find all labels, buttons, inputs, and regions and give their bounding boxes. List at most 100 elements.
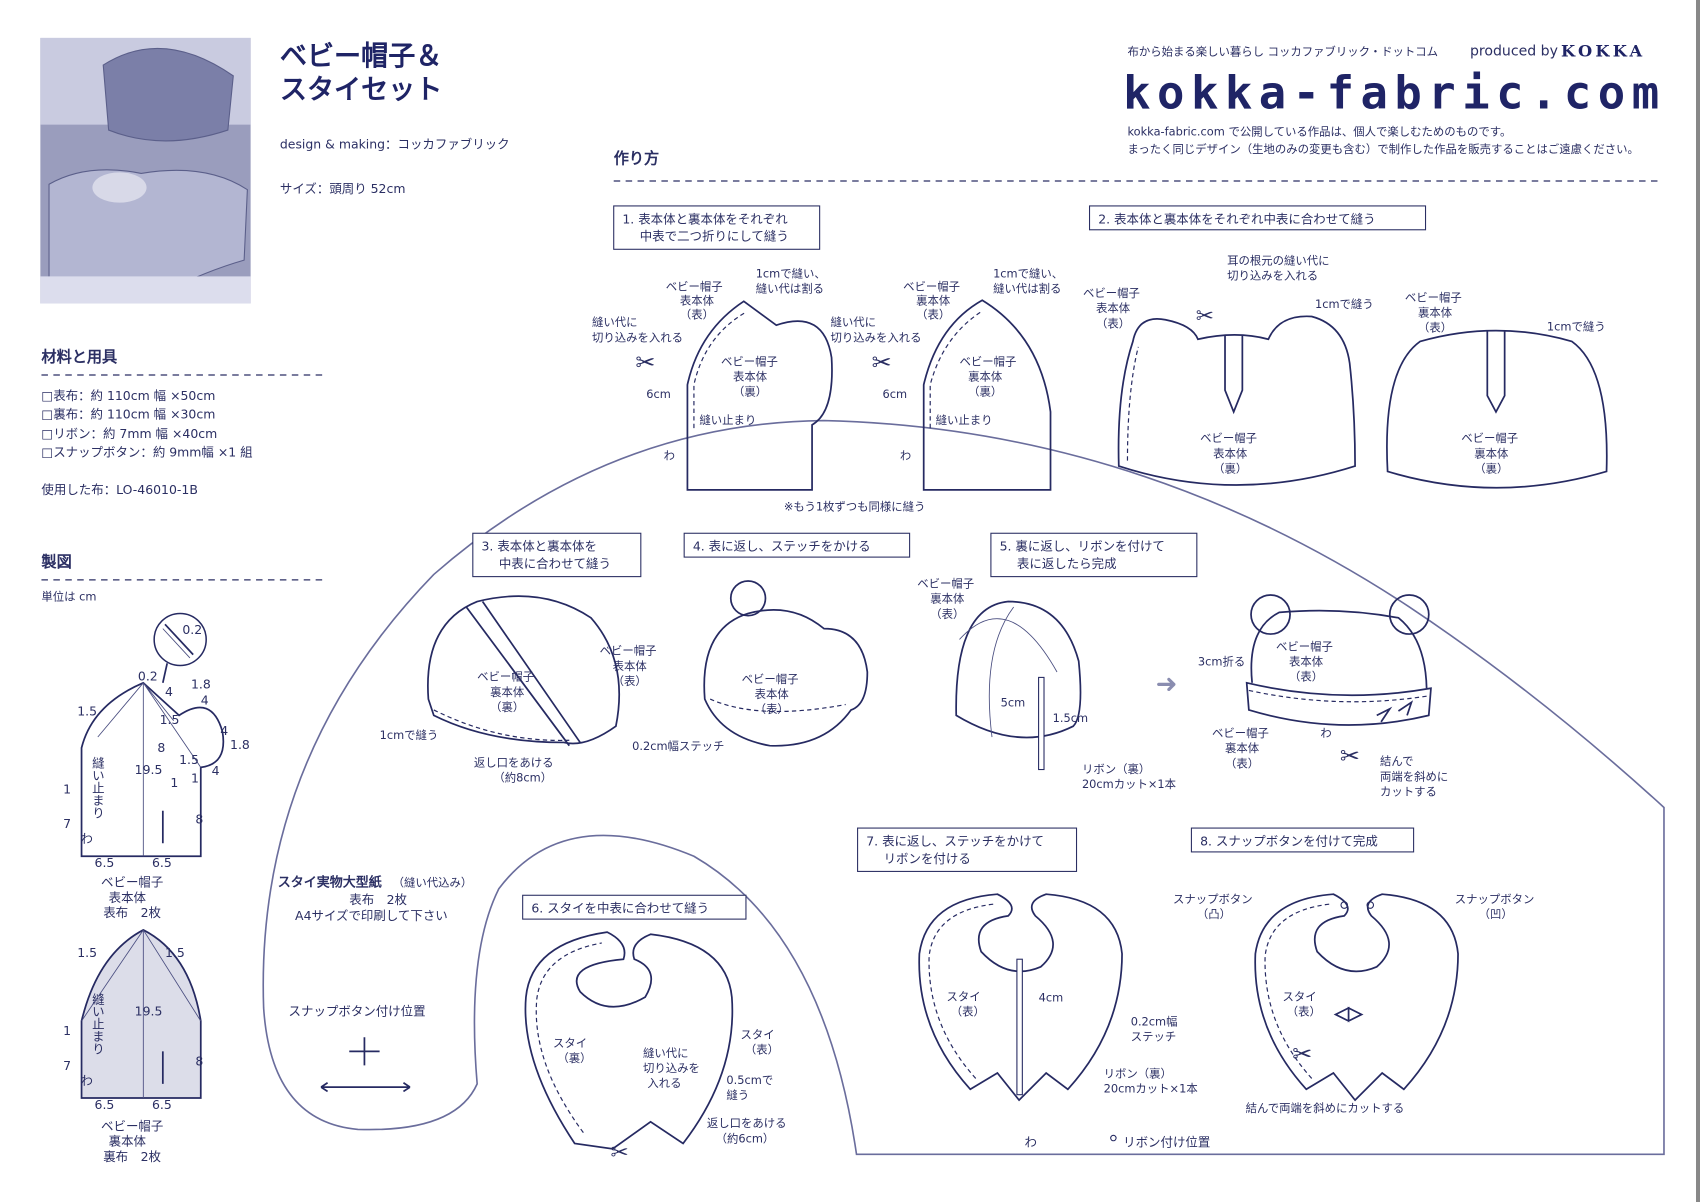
note: リボン（裏） [1104,1066,1172,1080]
note: カットする [1380,785,1437,799]
step-5-illustration: ベビー帽子 裏本体 （表） 5cm 1.5cm リボン（裏） 20cmカット×1… [917,576,1448,798]
step-text: 1. 表本体と裏本体をそれぞれ [622,211,788,226]
note: 裏本体 [916,294,951,308]
dim-label: 19.5 [135,1004,163,1019]
note: スナップボタン [1455,892,1535,906]
material-item: □裏布：約 110cm 幅 ×30cm [41,406,215,421]
note: ベビー帽子 [477,670,534,684]
material-item: □表布：約 110cm 幅 ×50cm [41,388,215,403]
note: ステッチ [1131,1030,1177,1044]
ribbon-position-mark [1110,1134,1117,1142]
dim-label: 1.5 [165,945,185,960]
note: 縫う [726,1088,749,1102]
product-photo [40,37,251,304]
note: （表） [1225,756,1259,770]
note: 表本体 [680,294,715,308]
snap-female-mark [1366,901,1375,909]
note: （約8cm） [493,770,552,784]
dim-label: 8 [195,1053,203,1068]
note: 縫い代に [643,1046,689,1060]
note: 1cmで縫い、 [993,266,1063,280]
note: ベビー帽子 [1200,431,1257,445]
pattern-label: ベビー帽子 [101,875,163,890]
step-2-illustration: 耳の根元の縫い代に 切り込みを入れる ベビー帽子 表本体 （表） 1cmで縫う … [1083,253,1608,489]
note: 表本体 [613,659,648,673]
note: 縫い止まり [936,413,993,427]
note: ベビー帽子 [1212,726,1269,740]
bib-pattern-fabric: 表布 2枚 [349,892,407,907]
note: 結んで両端を斜めにカットする [1246,1101,1405,1115]
dim-label: 6.5 [95,1097,115,1112]
step-7-label: 7. 表に返し、ステッチをかけて リボンを付ける [857,827,1078,872]
note: 切り込みを [643,1061,700,1075]
note: 表本体 [733,369,768,383]
bib-pattern-title: スタイ実物大型紙 [278,875,382,891]
note: ベビー帽子 [1083,286,1140,300]
note: （裏） [557,1051,591,1065]
dim-label: 1 [191,771,199,786]
step-text: 2. 表本体と裏本体をそれぞれ中表に合わせて縫う [1098,211,1375,226]
step-8-illustration: スナップボタン （凸） スナップボタン （凹） スタイ （表） 結んで両端を斜め… [1173,892,1534,1115]
howto-heading: 作り方 [614,150,659,168]
step-4-label: 4. 表に返し、ステッチをかける [683,532,911,558]
note: 裏本体 [1225,741,1260,755]
bib-fold-label: わ [1025,1135,1037,1150]
note: （凹） [1479,907,1513,921]
note: わ [1320,726,1331,740]
note: （凸） [1197,907,1231,921]
note: 3cm折る [1198,654,1245,668]
material-item: □スナップボタン：約 9mm幅 ×1 組 [41,444,252,459]
note: 1.5cm [1053,711,1088,725]
note: 縫い止まり [699,413,756,427]
note: 1cmで縫う [1315,297,1374,311]
note: （表） [951,1005,985,1019]
ribbon-position-label: リボン付け位置 [1123,1135,1210,1150]
step-3-illustration: ベビー帽子 裏本体 （裏） ベビー帽子 表本体 （表） 1cmで縫う 返し口をあ… [380,595,657,784]
dim-label: 4 [165,684,173,699]
note: スタイ [1282,989,1316,1003]
note: わ [664,449,675,463]
page-title-line2: スタイセット [280,75,442,106]
dim-label: 6.5 [95,855,115,870]
site-logo[interactable]: kokka-fabric.com [1123,66,1666,119]
note: （表） [1096,316,1130,330]
step-text: 8. スナップボタンを付けて完成 [1200,833,1378,848]
materials-heading: 材料と用具 [41,348,118,366]
note: ベビー帽子 [1461,431,1518,445]
snap-male-mark [1340,901,1349,909]
note: 0.2cm幅 [1131,1014,1178,1028]
note: リボン（裏） [1082,762,1150,776]
dim-label: 8 [195,812,203,827]
dim-label: 0.2 [182,622,202,637]
note: （表） [930,607,964,621]
scissors-icon: ✂ [1196,304,1214,329]
fold-label: わ [80,1073,92,1088]
note: 返し口をあける [474,755,554,769]
pattern-label: ベビー帽子 [101,1118,163,1133]
pattern-label: 裏本体 [109,1134,147,1149]
produced-by: produced by [1470,43,1558,59]
note: 縫い代に [592,315,637,329]
step-text: 4. 表に返し、ステッチをかける [693,539,871,554]
notice-line2: まったく同じデザイン（生地のみの変更も含む）で制作した作品を販売することはご遠慮… [1127,142,1638,156]
step-4-illustration: ベビー帽子 表本体 （表） 0.2cm幅ステッチ [632,580,869,753]
note: （表） [1418,321,1452,335]
dim-label: 6.5 [152,1097,172,1112]
dim-label: 19.5 [135,762,163,777]
note: 返し口をあける [707,1116,787,1130]
site-tagline: 布から始まる楽しい暮らし コッカファブリック・ドットコム [1127,44,1438,58]
snap-position-mark [349,1037,380,1066]
dim-label: 8 [157,740,165,755]
step-6-illustration: スタイ （裏） スタイ （表） 縫い代に 切り込みを 入れる 0.5cmで 縫う… [524,931,787,1166]
arrow-right-icon: ➜ [1156,670,1178,700]
note: 両端を斜めに [1380,769,1448,783]
note: （表） [613,674,647,688]
stop-label: 縫い止まり [90,755,105,818]
bib-full-size-pattern-outline [262,419,1665,1156]
note: スタイ [741,1027,775,1041]
note: 表本体 [755,687,790,701]
step-1-label: 1. 表本体と裏本体をそれぞれ 中表で二つ折りにして縫う [613,205,821,250]
note: 0.5cmで [726,1073,773,1087]
unit-note: 単位は cm [41,589,96,603]
